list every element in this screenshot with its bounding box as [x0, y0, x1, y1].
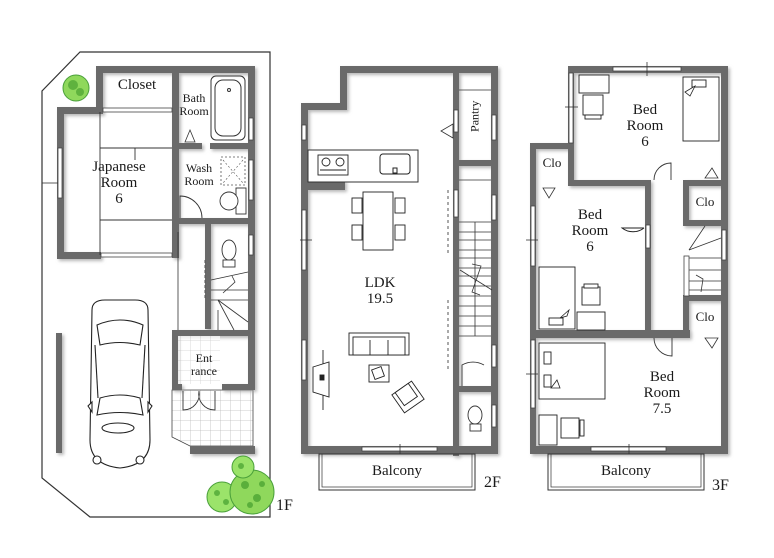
sink-icon — [379, 153, 411, 175]
door-swing — [179, 195, 203, 219]
tree-cluster-icon — [206, 455, 275, 515]
floor-2f — [300, 66, 498, 491]
room-label-balcony-2f: Balcony — [372, 463, 422, 479]
floor-3f — [526, 62, 728, 491]
coffee-table — [368, 364, 390, 383]
door-swing — [620, 227, 645, 233]
room-label-pantry: Pantry — [467, 100, 482, 132]
room-label-balcony-3f: Balcony — [601, 463, 651, 479]
bedroom-top-furniture — [578, 74, 720, 142]
porch-tiles — [171, 389, 254, 447]
room-label-clo-left: Clo — [542, 155, 562, 170]
floor-label-1f: 1F — [276, 497, 293, 514]
door-swing — [653, 337, 673, 357]
washer-space — [220, 156, 246, 186]
washbasin-icon — [219, 187, 247, 215]
door-arrow-icon — [542, 187, 556, 199]
armchair-icon — [391, 380, 425, 414]
stairs-3f — [688, 225, 722, 293]
door-arrow-icon — [440, 123, 454, 139]
tree-icon — [62, 74, 90, 102]
bedroom-bottom-furniture — [538, 342, 606, 446]
floor-label-2f: 2F — [484, 474, 501, 491]
door-arrow-icon — [704, 337, 719, 349]
floor-label-3f: 3F — [712, 477, 729, 494]
toilet-icon — [467, 405, 483, 432]
room-label-clo-right-bottom: Clo — [695, 309, 715, 324]
room-label-closet: Closet — [117, 77, 157, 93]
door-swing — [653, 162, 672, 181]
bedroom-middle-furniture — [538, 227, 645, 331]
door-swing — [461, 361, 485, 386]
sofa-icon — [348, 332, 410, 356]
floor-1f — [41, 51, 275, 518]
car-icon — [87, 299, 153, 469]
windows-1f — [57, 107, 254, 258]
lot-boundary — [41, 51, 271, 518]
tatami-mats — [99, 112, 172, 255]
stairs-1f — [210, 271, 249, 331]
stove-icon — [317, 154, 349, 176]
bed-icon — [538, 342, 606, 400]
door-arrow-icon — [184, 128, 196, 143]
dining-table — [351, 191, 406, 251]
room-label-clo-right-top: Clo — [695, 194, 715, 209]
entrance-door — [182, 390, 216, 411]
bathtub-icon — [210, 75, 246, 141]
door-arrow-icon — [704, 167, 719, 179]
bed-icon — [682, 76, 720, 142]
tv-stand — [312, 350, 330, 410]
toilet-icon — [221, 239, 237, 268]
stairs-2f — [459, 179, 493, 337]
